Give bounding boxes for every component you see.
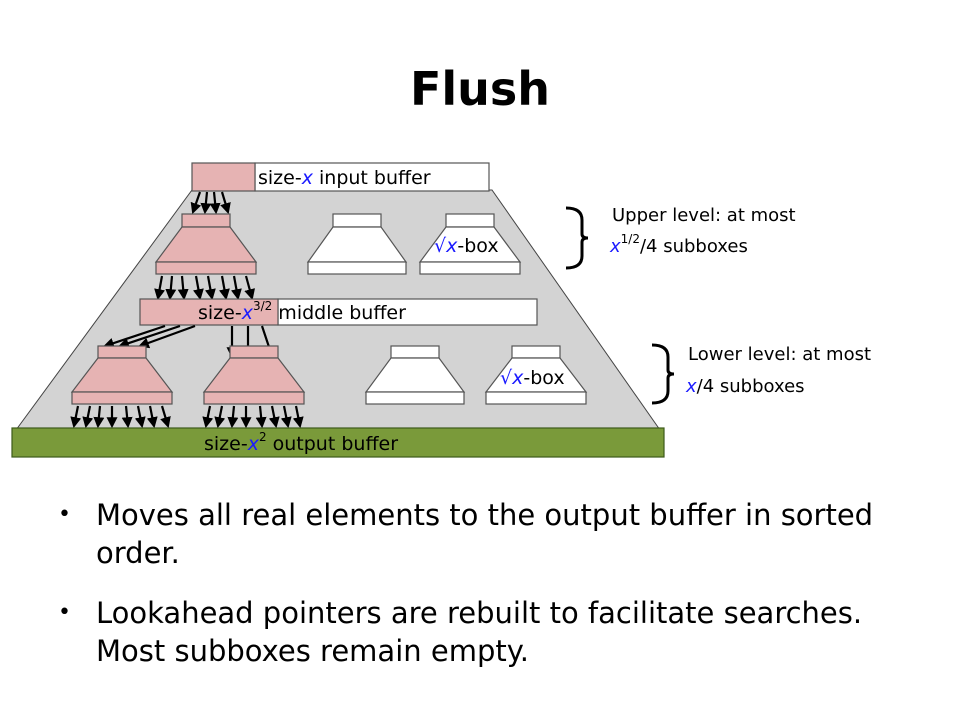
bullet-text: Lookahead pointers are rebuilt to facili…	[96, 596, 863, 668]
svg-text:Lower level: at most: Lower level: at most	[688, 344, 871, 365]
middle-buffer-label: size-x3/2 middle buffer	[198, 299, 406, 324]
lower-box-label: √x-box	[500, 367, 565, 389]
bullet-marker: •	[58, 502, 71, 527]
input-buffer-label: size-x input buffer	[258, 167, 431, 189]
upper-level-annotation: Upper level: at most x1/2/4 subboxes	[609, 205, 796, 257]
upper-subbox-arrows	[154, 275, 255, 301]
upper-subbox-empty-2: √x-box	[418, 213, 522, 275]
bullet-item: • Lookahead pointers are rebuilt to faci…	[58, 594, 918, 670]
bullet-text: Moves all real elements to the output bu…	[96, 498, 874, 570]
lower-subbox-filled-2	[202, 345, 306, 405]
output-buffer: size-x2 output buffer	[11, 427, 665, 458]
bullet-list: • Moves all real elements to the output …	[58, 496, 918, 692]
lower-subbox-arrows	[70, 405, 304, 429]
upper-box-label: √x-box	[434, 235, 499, 257]
slide-title: Flush	[409, 62, 551, 116]
lower-level-annotation: Lower level: at most x/4 subboxes	[685, 344, 871, 397]
output-buffer-label: size-x2 output buffer	[204, 430, 398, 455]
lower-subbox-empty-1	[364, 345, 466, 405]
bullet-item: • Moves all real elements to the output …	[58, 496, 918, 572]
input-buffer: size-x input buffer	[191, 162, 490, 192]
upper-subbox-filled	[154, 213, 258, 275]
lower-level-brace	[651, 343, 675, 405]
lower-subbox-filled-1	[70, 345, 174, 405]
lower-subbox-empty-2: √x-box	[484, 345, 588, 405]
svg-text:Upper level: at most: Upper level: at most	[612, 205, 796, 226]
svg-text:x1/2/4 subboxes: x1/2/4 subboxes	[609, 232, 748, 257]
middle-buffer: size-x3/2 middle buffer	[139, 298, 538, 326]
upper-level-brace	[565, 206, 589, 270]
flush-diagram: size-x input buffer √x-box	[11, 162, 871, 458]
input-arrows	[190, 191, 231, 215]
svg-text:x/4 subboxes: x/4 subboxes	[685, 376, 805, 397]
bullet-marker: •	[58, 600, 71, 625]
upper-subbox-empty-1	[306, 213, 408, 275]
